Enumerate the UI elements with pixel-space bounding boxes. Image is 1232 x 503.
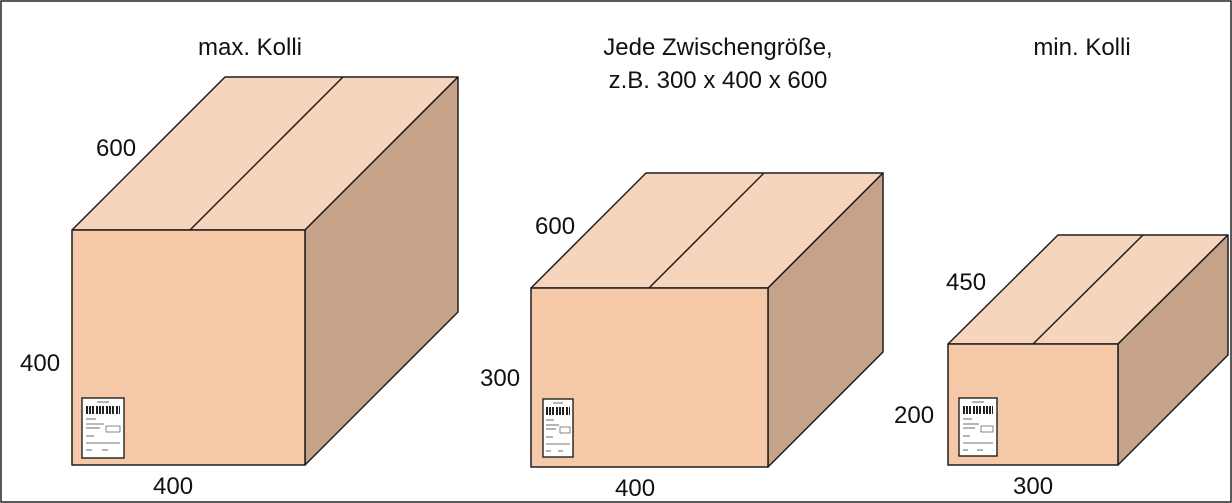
box-min: min. Kolli xyxy=(894,34,1229,500)
box-max-barcode xyxy=(86,406,120,414)
box-mid-width-label: 400 xyxy=(615,475,655,502)
box-mid-shipping-label xyxy=(542,398,574,458)
box-min-width-label: 300 xyxy=(1013,473,1053,500)
box-mid: Jede Zwischengröße, z.B. 300 x 400 x 600 xyxy=(480,34,884,502)
box-mid-depth-label: 600 xyxy=(535,213,575,240)
box-max-height-label: 400 xyxy=(20,350,60,377)
box-min-height-label: 200 xyxy=(894,402,934,429)
box-max-shipping-label xyxy=(81,397,125,459)
box-mid-title-line-1: Jede Zwischengröße, xyxy=(603,34,832,61)
box-max-tape-line xyxy=(189,76,344,231)
box-min-title-line-1: min. Kolli xyxy=(1033,34,1130,61)
box-max-depth-label: 600 xyxy=(96,135,136,162)
box-min-depth-label: 450 xyxy=(946,269,986,296)
box-mid-barcode xyxy=(546,407,570,415)
box-max-title-line-1: max. Kolli xyxy=(198,34,302,61)
box-max: max. Kolli xyxy=(20,34,459,500)
box-min-shipping-label xyxy=(958,397,998,457)
box-min-tape-line xyxy=(1032,234,1144,345)
box-max-width-label: 400 xyxy=(153,473,193,500)
box-mid-title-line-2: z.B. 300 x 400 x 600 xyxy=(609,67,828,94)
box-mid-height-label: 300 xyxy=(480,365,520,392)
box-min-barcode xyxy=(963,406,993,414)
box-mid-tape-line xyxy=(648,172,765,289)
